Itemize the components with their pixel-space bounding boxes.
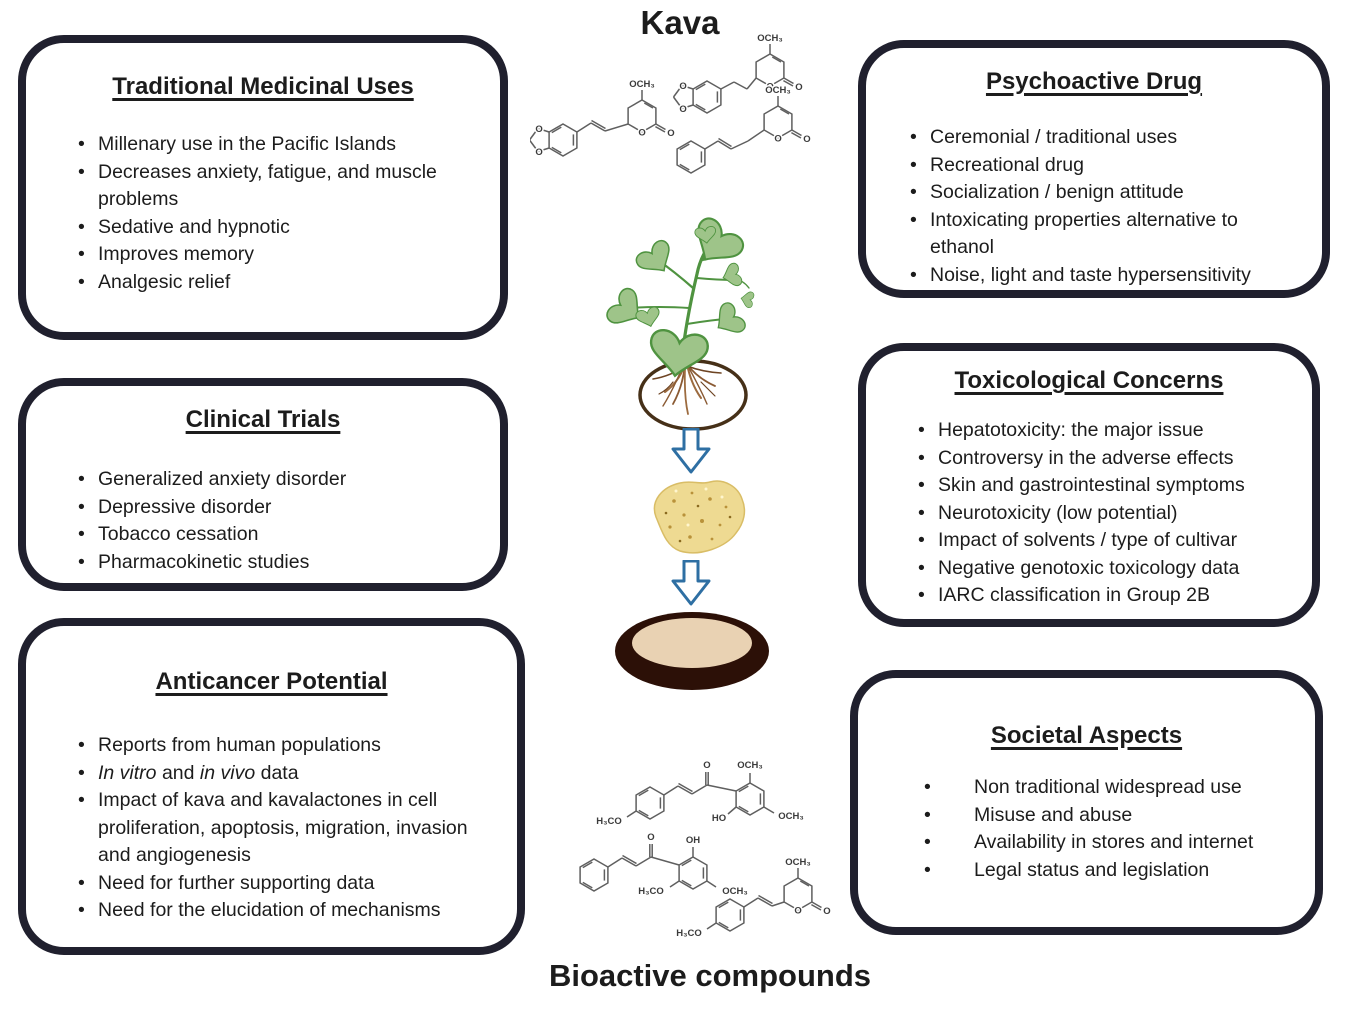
arrow-down-icon <box>671 560 711 606</box>
list-item: Analgesic relief <box>78 269 440 297</box>
panel-anticancer-potential: Anticancer Potential Reports from human … <box>18 618 525 955</box>
kava-leaves <box>603 213 755 381</box>
list-item: Hepatotoxicity: the major issue <box>918 417 1286 445</box>
svg-text:OCH₃: OCH₃ <box>737 760 763 771</box>
svg-text:OCH₃: OCH₃ <box>778 811 804 822</box>
bullet-list: Hepatotoxicity: the major issue Controve… <box>866 417 1312 610</box>
figure-title: Kava <box>640 4 720 41</box>
list-item: Negative genotoxic toxicology data <box>918 555 1286 583</box>
list-item: Pharmacokinetic studies <box>78 549 474 577</box>
list-item: Depressive disorder <box>78 494 474 522</box>
list-item: Improves memory <box>78 241 440 269</box>
list-item: Impact of solvents / type of cultivar <box>918 527 1286 555</box>
panel-traditional-medicinal-uses: Traditional Medicinal Uses Millenary use… <box>18 35 508 340</box>
panel-title: Societal Aspects <box>990 722 1183 749</box>
panel-societal-aspects: Societal Aspects Non traditional widespr… <box>850 670 1323 935</box>
list-item: Non traditional widespread use <box>910 774 1289 802</box>
svg-text:O: O <box>647 832 654 843</box>
arrow-down-icon <box>671 428 711 474</box>
list-item: Need for the elucidation of mechanisms <box>78 897 491 925</box>
chem-structure-kavain <box>676 83 813 174</box>
list-item: In vitro and in vivo data <box>78 760 491 788</box>
chem-structure-yangonin: H₃CO <box>675 855 833 941</box>
bullet-list: Non traditional widespread use Misuse an… <box>858 774 1315 884</box>
bullet-list: Ceremonial / traditional uses Recreation… <box>866 124 1322 289</box>
panel-title: Toxicological Concerns <box>954 367 1224 394</box>
list-item: Need for further supporting data <box>78 870 491 898</box>
svg-text:O: O <box>703 760 710 771</box>
list-item: Misuse and abuse <box>910 802 1289 830</box>
list-item: Skin and gastrointestinal symptoms <box>918 472 1286 500</box>
list-item: Intoxicating properties alternative to e… <box>910 207 1296 262</box>
list-item: Ceremonial / traditional uses <box>910 124 1296 152</box>
svg-text:H₃CO: H₃CO <box>638 886 664 897</box>
panel-title: Clinical Trials <box>185 406 341 433</box>
list-item: Tobacco cessation <box>78 521 474 549</box>
svg-text:OCH₃: OCH₃ <box>722 886 748 897</box>
list-item: Decreases anxiety, fatigue, and muscle p… <box>78 159 440 214</box>
bullet-list: Generalized anxiety disorder Depressive … <box>26 466 500 576</box>
italic-text: in vivo <box>199 761 256 784</box>
panel-title: Psychoactive Drug <box>985 68 1203 95</box>
chem-structure-dihydromethysticin <box>674 31 805 115</box>
list-item: Legal status and legislation <box>910 857 1289 885</box>
panel-toxicological-concerns: Toxicological Concerns Hepatotoxicity: t… <box>858 343 1320 627</box>
svg-text:H₃CO: H₃CO <box>596 816 622 827</box>
list-item: Controversy in the adverse effects <box>918 445 1286 473</box>
panel-psychoactive-drug: Psychoactive Drug Ceremonial / tradition… <box>858 40 1330 298</box>
kava-plant-illustration <box>603 213 755 431</box>
list-item: Sedative and hypnotic <box>78 214 440 242</box>
bullet-list: Millenary use in the Pacific Islands Dec… <box>26 131 500 296</box>
svg-text:HO: HO <box>712 813 726 824</box>
chem-structure-methysticin <box>530 77 677 158</box>
italic-text: In vitro <box>98 761 157 784</box>
svg-text:OH: OH <box>686 835 700 846</box>
list-item: Recreational drug <box>910 152 1296 180</box>
bottom-label: Bioactive compounds <box>548 958 872 993</box>
list-item: Impact of kava and kavalactones in cell … <box>78 787 491 870</box>
chem-structure-flavokavain-a: H₃CO O OCH₃ OCH₃ HO <box>595 759 806 829</box>
kava-powder <box>653 480 746 554</box>
panel-title: Traditional Medicinal Uses <box>112 73 414 100</box>
list-item: Neurotoxicity (low potential) <box>918 500 1286 528</box>
panel-title: Anticancer Potential <box>155 668 388 695</box>
list-item: Socialization / benign attitude <box>910 179 1296 207</box>
powder-speckles <box>664 487 732 543</box>
bullet-list: Reports from human populations In vitro … <box>26 732 517 925</box>
panel-clinical-trials: Clinical Trials Generalized anxiety diso… <box>18 378 508 591</box>
list-item: IARC classification in Group 2B <box>918 582 1286 610</box>
chalcone-structures: H₃CO O OCH₃ OCH₃ HO O <box>579 759 833 941</box>
chem-structure-flavokavain-b: O OH H₃CO OCH₃ <box>579 831 749 899</box>
list-item: Availability in stores and internet <box>910 829 1289 857</box>
kava-bowl <box>615 612 769 690</box>
svg-text:H₃CO: H₃CO <box>676 928 702 939</box>
list-item: Noise, light and taste hypersensitivity <box>910 262 1296 290</box>
list-item: Reports from human populations <box>78 732 491 760</box>
kavalactone-structures: O O O O OCH₃ <box>530 31 813 174</box>
list-item: Generalized anxiety disorder <box>78 466 474 494</box>
list-item: Millenary use in the Pacific Islands <box>78 131 440 159</box>
